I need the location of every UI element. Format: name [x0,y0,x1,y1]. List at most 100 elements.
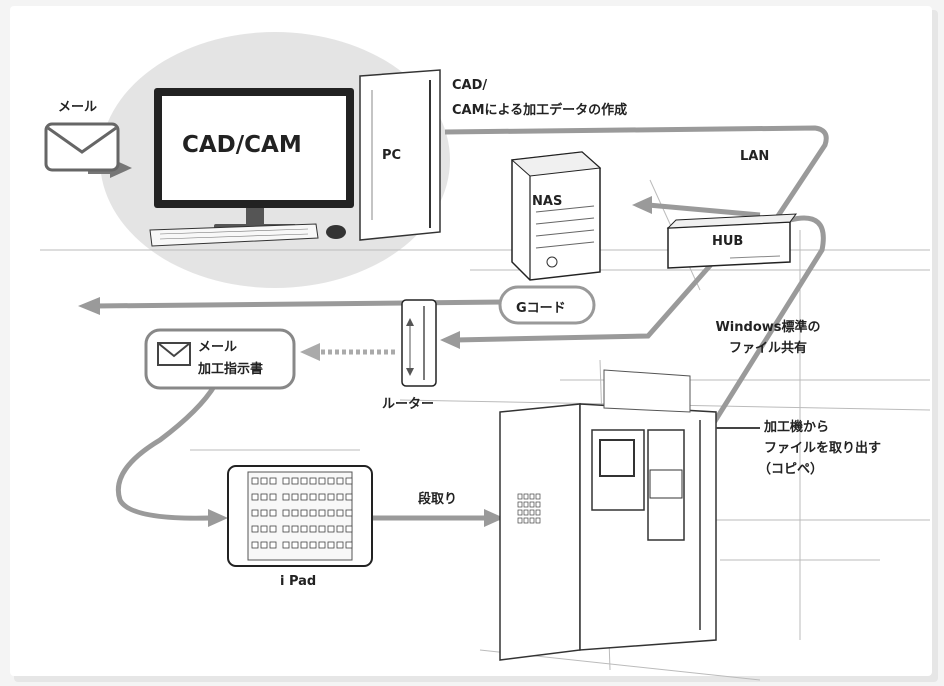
keypad-key [523,509,529,516]
ipad-cell [345,493,353,501]
pc-label: PC [382,148,402,163]
mouse [326,225,346,239]
lan-line [444,125,829,227]
ipad-cell [318,541,326,549]
hub-top [666,213,798,229]
email-box-line-2: 加工指示書 [198,362,264,377]
ipad-cell [260,477,268,485]
router-to-email-arrow-head [300,343,320,361]
ipad-cell [269,525,277,533]
machine-note-line-3: （コピペ） [758,462,824,477]
ipad-cell [251,525,259,533]
ipad-cell [260,541,268,549]
keypad-key [529,501,535,508]
ipad-cell [345,525,353,533]
cad-note-line-1: CAD/ [452,78,488,93]
pc-tower [359,69,441,241]
ipad-cell [318,509,326,517]
ipad-cell [336,477,344,485]
ipad-cell [251,477,259,485]
router-down-icon [406,368,414,376]
gcode-pill [498,285,596,325]
ipad-cell [336,525,344,533]
ipad-cell [345,541,353,549]
machine-note-line-2: ファイルを取り出す [764,441,882,456]
ipad-cell [327,493,335,501]
ipad-cell [336,541,344,549]
lan-label: LAN [740,149,770,164]
ipad-cell [260,509,268,517]
ipad-cell [251,509,259,517]
ipad-cell [282,509,290,517]
ipad-cell [269,509,277,517]
ipad-label: i Pad [280,574,317,589]
ipad-to-machine-arrow-head [484,509,504,527]
ipad-cell [318,477,326,485]
hub-to-router-line [454,258,717,343]
ipad-cell [260,493,268,501]
machine-panel [649,469,683,499]
nas-device [510,151,602,281]
nas-bays [535,205,595,249]
ipad-cell [300,541,308,549]
ipad-cell [309,525,317,533]
router-body [401,299,437,387]
hub-ports [729,255,781,259]
ipad-cell [269,541,277,549]
ipad-cell [327,509,335,517]
hub-to-machine-line [697,215,826,447]
machine-note-line-1: 加工機から [764,420,830,435]
keypad-key [529,493,535,500]
ipad-cell [282,477,290,485]
email-to-ipad-arrow-head [208,509,228,527]
ipad-cell [291,541,299,549]
hub-label: HUB [712,234,744,249]
ipad-cell [300,477,308,485]
ipad-cell [318,493,326,501]
ipad-cell [309,509,317,517]
keypad-key [535,517,541,524]
ipad-cell [309,493,317,501]
ipad-cell [327,525,335,533]
ipad-cell [251,493,259,501]
ipad-cell [291,477,299,485]
keypad-key [535,501,541,508]
keypad-key [523,517,529,524]
router-up-icon [406,318,414,326]
machine-window-inner [599,439,635,477]
hub-to-nas-arrow-head [632,196,652,214]
keypad-key [535,509,541,516]
keyboard [149,223,319,247]
ipad-cell [309,477,317,485]
nas-top [510,151,602,177]
router-device [401,299,437,387]
email-box-line-1: メール [198,340,238,355]
ipad-cell [300,525,308,533]
ipad-cell [291,525,299,533]
ipad-cell [327,477,335,485]
ipad-device [227,465,373,567]
keypad-key [523,493,529,500]
flow-arrows [78,125,880,561]
ipad-cell [282,493,290,501]
ipad-cell [300,493,308,501]
ipad-cell [291,509,299,517]
ipad-cell [291,493,299,501]
keyboard-keys [159,228,309,240]
ipad-screen-grid [251,477,353,549]
ipad-cell [309,541,317,549]
cad-note-line-2: CAMによる加工データの作成 [452,103,628,118]
machine-side [499,403,581,661]
ipad-cell [336,509,344,517]
windows-share-line-1: Windows標準の [715,320,821,335]
keypad-key [517,501,523,508]
envelope-icon [44,122,120,172]
keypad-key [523,501,529,508]
keypad-key [517,493,523,500]
machining-center [499,369,717,661]
setup-label: 段取り [418,492,458,507]
keypad-key [529,509,535,516]
email-to-ipad-line [115,383,218,521]
